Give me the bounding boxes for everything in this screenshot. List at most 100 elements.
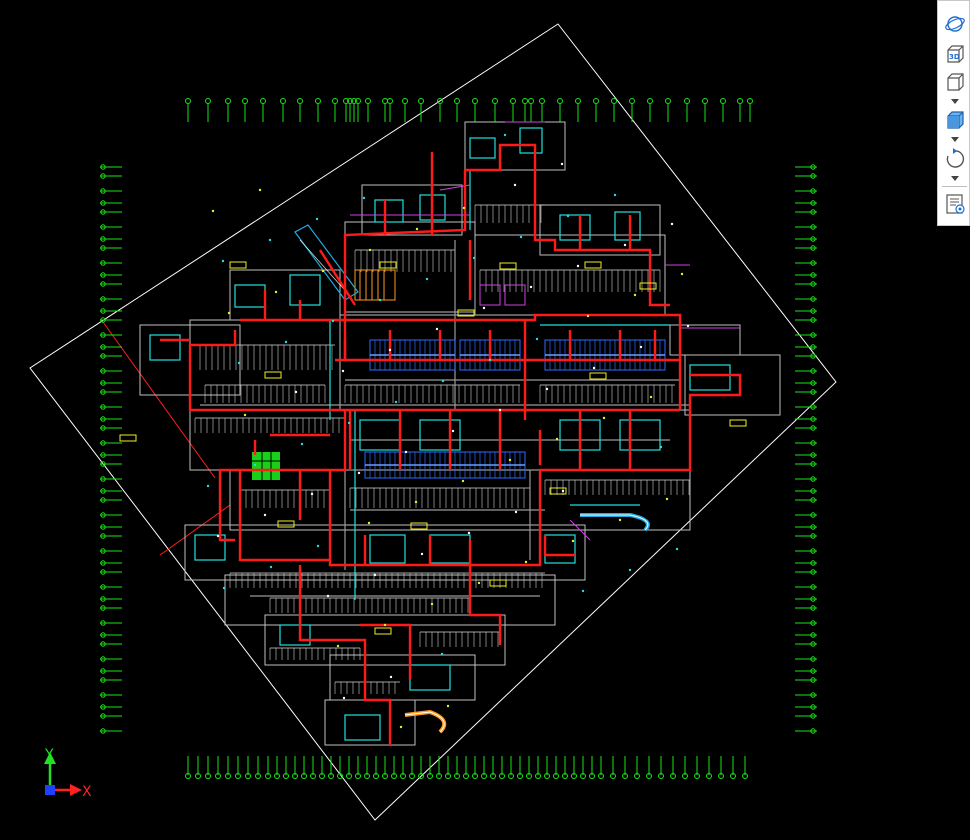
wireframe-style-dropdown[interactable]	[948, 97, 961, 105]
grid-bubble	[100, 344, 106, 350]
grid-bubble	[737, 98, 743, 104]
fixture-dot	[435, 327, 439, 331]
grid-bubble	[100, 425, 106, 431]
yellow-tag	[589, 372, 607, 380]
fixture-dot	[368, 248, 372, 252]
fixture-dot	[420, 552, 424, 556]
wireframe-style-button[interactable]	[941, 69, 968, 95]
fixture-dot	[514, 510, 518, 514]
grid-bubble	[365, 98, 371, 104]
grid-bubble	[472, 773, 478, 779]
yellow-tag	[374, 627, 392, 635]
fixture-dot	[425, 277, 429, 281]
grid-bubble	[810, 632, 816, 638]
fixture-dot	[414, 500, 418, 504]
grid-bubble	[810, 368, 816, 374]
grid-bubble	[810, 641, 816, 647]
boundary-red-line-2	[159, 504, 231, 556]
grid-bubble	[517, 773, 523, 779]
3d-view-button[interactable]: 3D	[941, 41, 968, 67]
fixture-dot	[362, 196, 366, 200]
grid-bubble	[810, 497, 816, 503]
fixture-dot	[347, 421, 351, 425]
grid-bubble	[100, 368, 106, 374]
fixture-dot	[206, 484, 210, 488]
grid-bubble	[100, 236, 106, 242]
grid-bubble	[100, 416, 106, 422]
grid-bubble	[242, 98, 248, 104]
grid-bubble	[665, 98, 671, 104]
grid-bubble	[332, 98, 338, 104]
grid-bubble	[373, 773, 379, 779]
fixture-dot	[316, 544, 320, 548]
fixture-dot	[670, 222, 674, 226]
grid-bubble	[343, 98, 349, 104]
ramps	[294, 224, 650, 734]
regen-dropdown[interactable]	[948, 174, 961, 182]
regen-button[interactable]	[941, 146, 968, 172]
ucs-icon: Y X	[44, 747, 92, 800]
fixture-dot	[519, 235, 523, 239]
fixture-dot	[321, 269, 325, 273]
fixture-dot	[326, 594, 330, 598]
grid-bubble	[100, 692, 106, 698]
properties-button[interactable]	[941, 191, 968, 217]
fixture-dot	[222, 586, 226, 590]
fixture-dot	[592, 366, 596, 370]
grid-bubble	[297, 98, 303, 104]
fixture-dot	[269, 565, 273, 569]
fixture-dot	[482, 306, 486, 310]
grid-bubble	[100, 548, 106, 554]
orbit-button[interactable]	[941, 11, 968, 37]
grid-bubble	[526, 773, 532, 779]
grid-bubble	[810, 620, 816, 626]
shaded-style-dropdown[interactable]	[948, 135, 961, 143]
grid-bubble	[810, 461, 816, 467]
view-toolbar: 3D	[937, 0, 970, 226]
grid-bubble	[810, 596, 816, 602]
grid-bubble	[810, 452, 816, 458]
grid-bubble	[810, 416, 816, 422]
grid-bubble	[100, 677, 106, 683]
grid-bubble	[445, 773, 451, 779]
fixture-dot	[274, 290, 278, 294]
grid-bubble	[810, 188, 816, 194]
grid-bubble	[522, 98, 528, 104]
grid-bubble	[100, 380, 106, 386]
grid-bubble	[810, 296, 816, 302]
grid-bubble	[274, 773, 280, 779]
grid-bubble	[499, 773, 505, 779]
3d-label: 3D	[949, 53, 960, 61]
grid-bubble	[810, 569, 816, 575]
grid-bubble	[260, 98, 266, 104]
yellow-tag	[410, 522, 428, 530]
grid-bubble	[100, 296, 106, 302]
grid-bubble	[810, 173, 816, 179]
fixture-dot	[211, 209, 215, 213]
grid-bubble	[100, 245, 106, 251]
site-boundary	[29, 23, 837, 821]
grid-bubble	[702, 98, 708, 104]
fixture-dot	[639, 345, 643, 349]
fixture-dot	[535, 337, 539, 341]
grid-bubble	[454, 773, 460, 779]
grid-bubble	[100, 389, 106, 395]
grid-bubble	[810, 344, 816, 350]
y-axis-label: Y	[44, 747, 54, 763]
fixture-dot	[258, 188, 262, 192]
grid-bubble	[100, 164, 106, 170]
fixture-dot	[467, 531, 471, 535]
grid-bubble	[265, 773, 271, 779]
grid-bubble	[634, 773, 640, 779]
grid-bubble	[684, 98, 690, 104]
floor-plan	[119, 121, 781, 746]
fixture-dot	[336, 644, 340, 648]
grid-bubble	[810, 728, 816, 734]
grid-bubble	[100, 173, 106, 179]
grid-bubble	[402, 98, 408, 104]
fixture-dot	[415, 227, 419, 231]
grid-bubble	[100, 353, 106, 359]
grid-bubble	[245, 773, 251, 779]
shaded-style-button[interactable]	[941, 107, 968, 133]
